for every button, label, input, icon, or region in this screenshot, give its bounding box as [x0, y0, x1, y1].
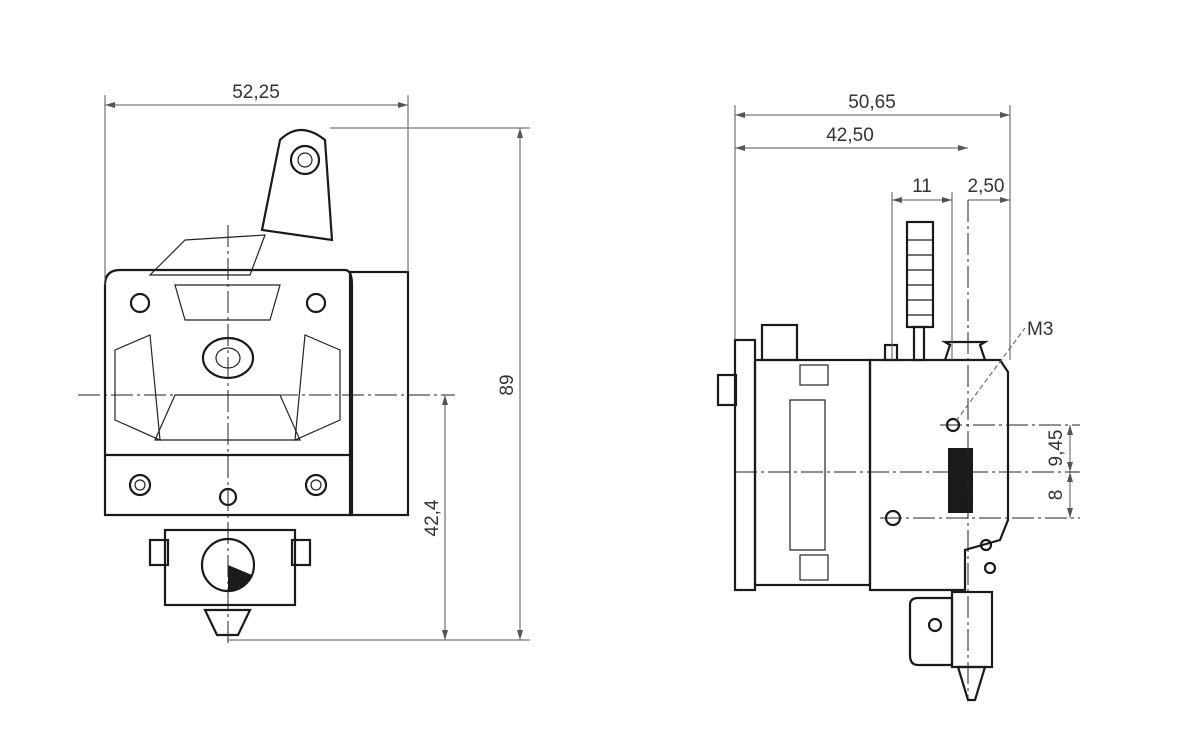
extruder-housing	[868, 358, 1010, 592]
label-plate	[948, 448, 973, 513]
dim-hole-spacing-upper-label: 9,45	[1046, 430, 1067, 467]
side-dimensions: 50,65 42,50 11 2,50 9,45 8 M3	[734, 92, 1073, 518]
hotend-block	[163, 528, 297, 607]
dim-width-label: 52,25	[232, 82, 280, 103]
m3-leader-line	[955, 327, 1026, 422]
front-view	[78, 128, 455, 645]
side-nozzle	[956, 665, 987, 702]
lever-side	[905, 220, 935, 329]
nozzle	[203, 608, 252, 637]
dim-height-label: 89	[497, 374, 518, 395]
dim-hole-spacing-lower-label: 8	[1046, 490, 1067, 501]
dim-motor-depth-label: 42,50	[826, 125, 874, 146]
m3-callout-label: M3	[1027, 319, 1053, 340]
side-view	[716, 200, 1080, 702]
dim-filament-offset-label: 2,50	[968, 176, 1005, 197]
dim-nozzle-offset-label: 42,4	[422, 499, 443, 536]
extruder-body	[103, 268, 354, 517]
front-dimensions: 52,25 89 42,4	[104, 82, 530, 641]
lever-grip	[907, 239, 933, 316]
side-hotend	[950, 590, 994, 669]
motor-side-plate	[348, 270, 410, 517]
tension-lever	[260, 128, 334, 242]
dim-lever-offset-label: 11	[912, 176, 932, 197]
dim-total-depth-label: 50,65	[848, 92, 896, 113]
